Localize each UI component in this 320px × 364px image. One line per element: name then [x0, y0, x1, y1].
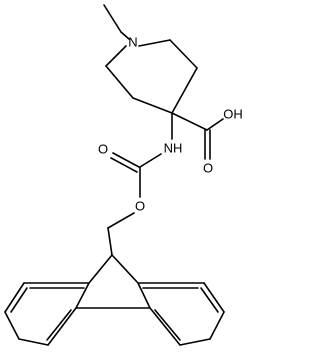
- bond-left-1: [75, 282, 90, 309]
- bond-right-5: [203, 282, 225, 313]
- chemical-structure: N NH OH O O O: [4, 4, 243, 346]
- bond-nh-carbamate-c: [139, 153, 162, 168]
- bond-ethyl-n: [120, 31, 130, 40]
- atom-label-ring-nitrogen: N: [128, 35, 137, 50]
- bond-right-1: [137, 282, 151, 309]
- bond-c5-c6: [105, 65, 134, 99]
- bond-left-3: [18, 338, 49, 346]
- bond-n-c2: [138, 39, 171, 47]
- bond-right-inner-1: [154, 309, 181, 341]
- atom-labels: N NH OH O O O: [98, 35, 243, 214]
- atom-label-acid-oh: OH: [223, 107, 243, 122]
- atom-label-carbamate-carbonyl-o: O: [98, 142, 108, 157]
- bond-ch2-c9: [107, 227, 113, 256]
- bond-acid-c-oh: [206, 118, 224, 131]
- bond-ethyl-ch3: [103, 4, 122, 33]
- bond-left-5: [4, 282, 25, 313]
- atom-label-carbamate-ester-o: O: [135, 199, 145, 214]
- bond-carbamate-co-2: [110, 157, 138, 173]
- bond-c4-c5: [132, 97, 173, 114]
- bond-c6-n: [105, 45, 127, 67]
- bond-right-inner-2: [200, 287, 219, 313]
- bond-left-inner-2: [10, 287, 28, 313]
- bond-c9-c9a: [88, 254, 113, 284]
- bond-o-ch2: [107, 212, 135, 229]
- bond-carbamate-co-1: [112, 152, 140, 168]
- bond-right-3: [179, 338, 211, 346]
- bond-right-4: [209, 311, 225, 340]
- bond-c4-acid-c: [171, 112, 208, 131]
- bond-left-inner-1: [46, 309, 72, 341]
- bond-lines: [4, 4, 225, 346]
- bond-c9-c8a: [111, 254, 139, 284]
- bond-right-2: [149, 307, 181, 346]
- atom-label-acid-carbonyl-o: O: [203, 161, 213, 176]
- bond-left-4: [4, 311, 20, 340]
- bond-c3-c4: [171, 67, 198, 114]
- bond-c2-c3: [169, 39, 198, 69]
- atom-label-amide-nh: NH: [164, 141, 183, 156]
- bond-left-2: [47, 307, 77, 346]
